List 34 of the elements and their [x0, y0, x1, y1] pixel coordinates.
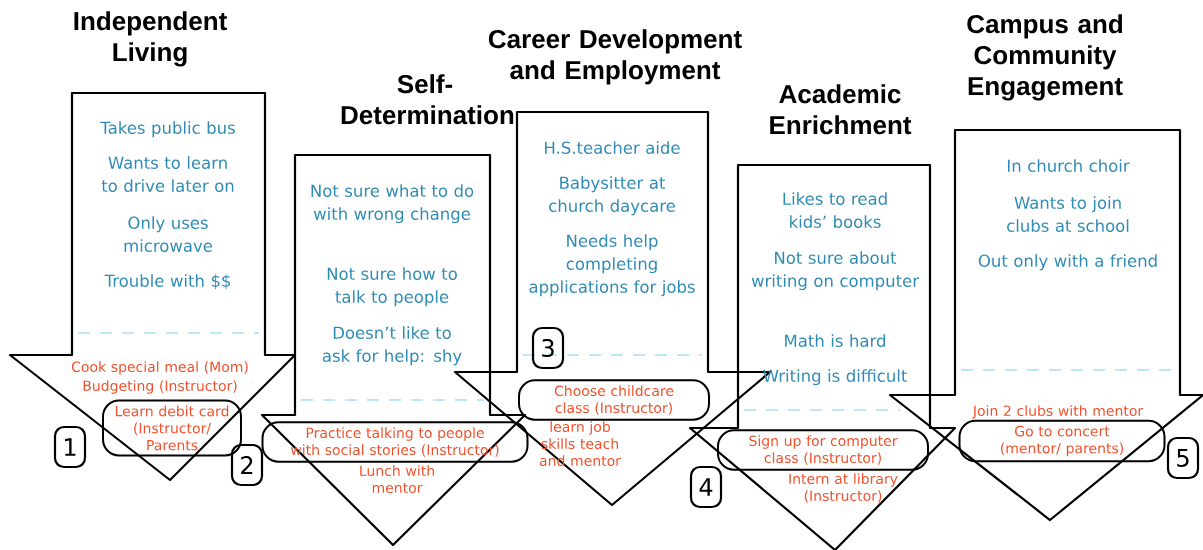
- goal-text: Join 2 clubs with mentor: [972, 405, 1144, 419]
- note-text: Out only with a friend: [978, 254, 1157, 271]
- note-text: Trouble with $$: [104, 274, 231, 290]
- callout-number: 4: [689, 465, 723, 509]
- note-text: H.S.teacher aide: [545, 141, 680, 154]
- note-text: Wants to join clubs at school: [1007, 196, 1129, 232]
- note-text: Writing is difficult: [763, 369, 907, 386]
- note-text: Only uses microwave: [124, 216, 213, 252]
- callout-number: 3: [531, 326, 565, 370]
- callout-number: 5: [1166, 436, 1200, 480]
- note-text: Not sure about writing on computer: [751, 251, 919, 291]
- circled-goal: Learn debit card (Instructor/ Parents: [102, 399, 242, 457]
- circled-goal: Sign up for computer class (Instructor): [717, 429, 929, 471]
- heading: Campus and Community Engagement: [967, 14, 1123, 101]
- goal-text: Cook special meal (Mom): [71, 361, 248, 375]
- note-text: Likes to read kids’ books: [783, 192, 887, 228]
- heading: Independent Living: [74, 11, 227, 67]
- note-text: Not sure how to talk to people: [327, 267, 457, 307]
- goal-text: Budgeting (Instructor): [83, 380, 237, 394]
- heading: Academic Enrichment: [770, 84, 912, 135]
- note-text: Wants to learn to drive later on: [101, 156, 234, 192]
- note-text: Needs help completing applications for jobs: [529, 234, 695, 297]
- note-text: Math is hard: [785, 334, 885, 347]
- callout-number: 2: [230, 443, 264, 487]
- note-text: In church choir: [1008, 159, 1130, 172]
- goal-text: Intern at library (Instructor): [789, 473, 898, 503]
- goal-text: Lunch with mentor: [360, 465, 434, 494]
- circled-goal: Go to concert (mentor/ parents): [958, 419, 1166, 463]
- circled-goal: Choose childcare class (Instructor): [518, 379, 710, 421]
- note-text: Takes public bus: [100, 121, 235, 138]
- note-text: Doesn’t like to ask for help: shy: [322, 326, 462, 366]
- callout-number: 1: [53, 425, 87, 469]
- note-text: Not sure what to do with wrong change: [311, 184, 474, 224]
- note-text: Babysitter at church daycare: [549, 176, 675, 216]
